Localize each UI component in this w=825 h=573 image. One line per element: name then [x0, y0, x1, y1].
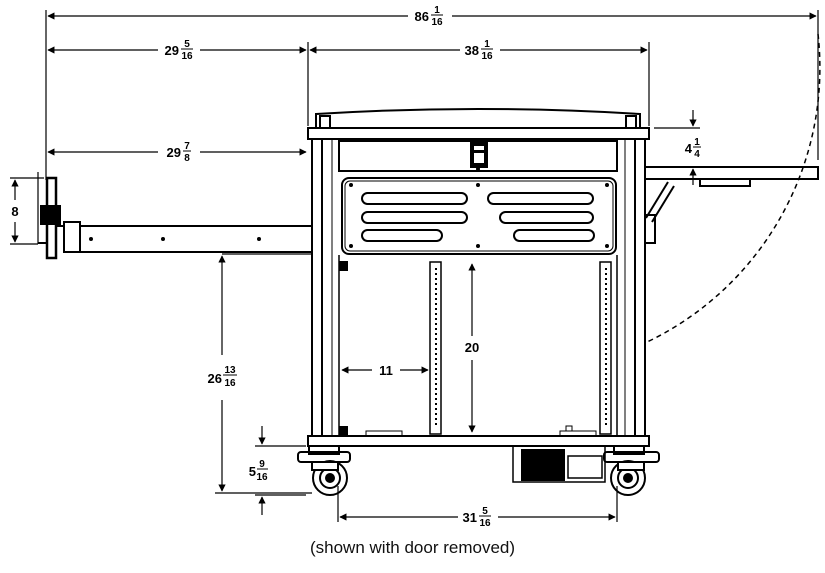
left-caster: [297, 445, 351, 496]
cart-top: [315, 108, 641, 128]
dim-den: 16: [224, 378, 236, 389]
dim-rack-height: 20: [465, 340, 479, 355]
rack-rail-right: [599, 261, 612, 435]
dim-num: 13: [224, 365, 236, 376]
dim-whole: 38: [465, 43, 479, 58]
dim-caster-height: 5 9 16: [249, 459, 268, 483]
side-shelf: [644, 166, 819, 244]
dim-monitor-height: 8: [11, 204, 18, 219]
cart-base: [307, 435, 650, 447]
dim-den: 16: [181, 51, 193, 62]
right-caster: [603, 445, 660, 496]
dim-rack-width: 11: [379, 363, 393, 378]
dim-num: 1: [434, 5, 440, 16]
dim-whole: 4: [685, 141, 693, 156]
dim-shelf-height: 26 13 16: [208, 365, 237, 389]
dim-whole: 29: [165, 43, 179, 58]
dim-den: 16: [481, 51, 493, 62]
dim-num: 5: [482, 506, 488, 517]
dim-den: 16: [256, 472, 268, 483]
cart-body: [297, 108, 660, 496]
dim-den: 4: [694, 149, 700, 160]
dim-den: 16: [431, 17, 443, 28]
dim-num: 1: [694, 137, 700, 148]
dim-den: 16: [479, 518, 491, 529]
dim-side-shelf-drop: 4 1 4: [685, 137, 701, 160]
arm-shelf: [79, 225, 313, 253]
vent-panel: [341, 177, 617, 255]
dim-num: 1: [484, 39, 490, 50]
dim-whole: 31: [463, 510, 477, 525]
right-post: [634, 138, 646, 437]
power-module: [512, 445, 606, 483]
dim-cart-top-width: 38 1 16: [465, 39, 493, 62]
dim-left-extension: 29 5 16: [165, 39, 193, 62]
dim-num: 7: [184, 141, 190, 152]
dim-whole: 29: [167, 145, 181, 160]
dim-overall-width: 86 1 16: [415, 5, 443, 28]
left-post: [311, 138, 323, 437]
door-swing-arc: [644, 33, 821, 344]
dim-whole: 5: [249, 464, 256, 479]
vent-slots: [361, 192, 595, 242]
keypad-lock-icon: [470, 142, 488, 168]
dim-whole: 86: [415, 9, 429, 24]
dim-den: 8: [184, 153, 190, 164]
cart-top-edge: [307, 127, 650, 140]
dim-base-width: 31 5 16: [463, 506, 491, 529]
caption: (shown with door removed): [309, 538, 516, 557]
dim-num: 9: [259, 459, 265, 470]
dim-num: 5: [184, 39, 190, 50]
dim-whole: 26: [208, 371, 222, 386]
dim-shelf-reach: 29 7 8: [167, 141, 191, 164]
monitor-arm: [38, 176, 313, 260]
rack-rail-left: [429, 261, 442, 435]
